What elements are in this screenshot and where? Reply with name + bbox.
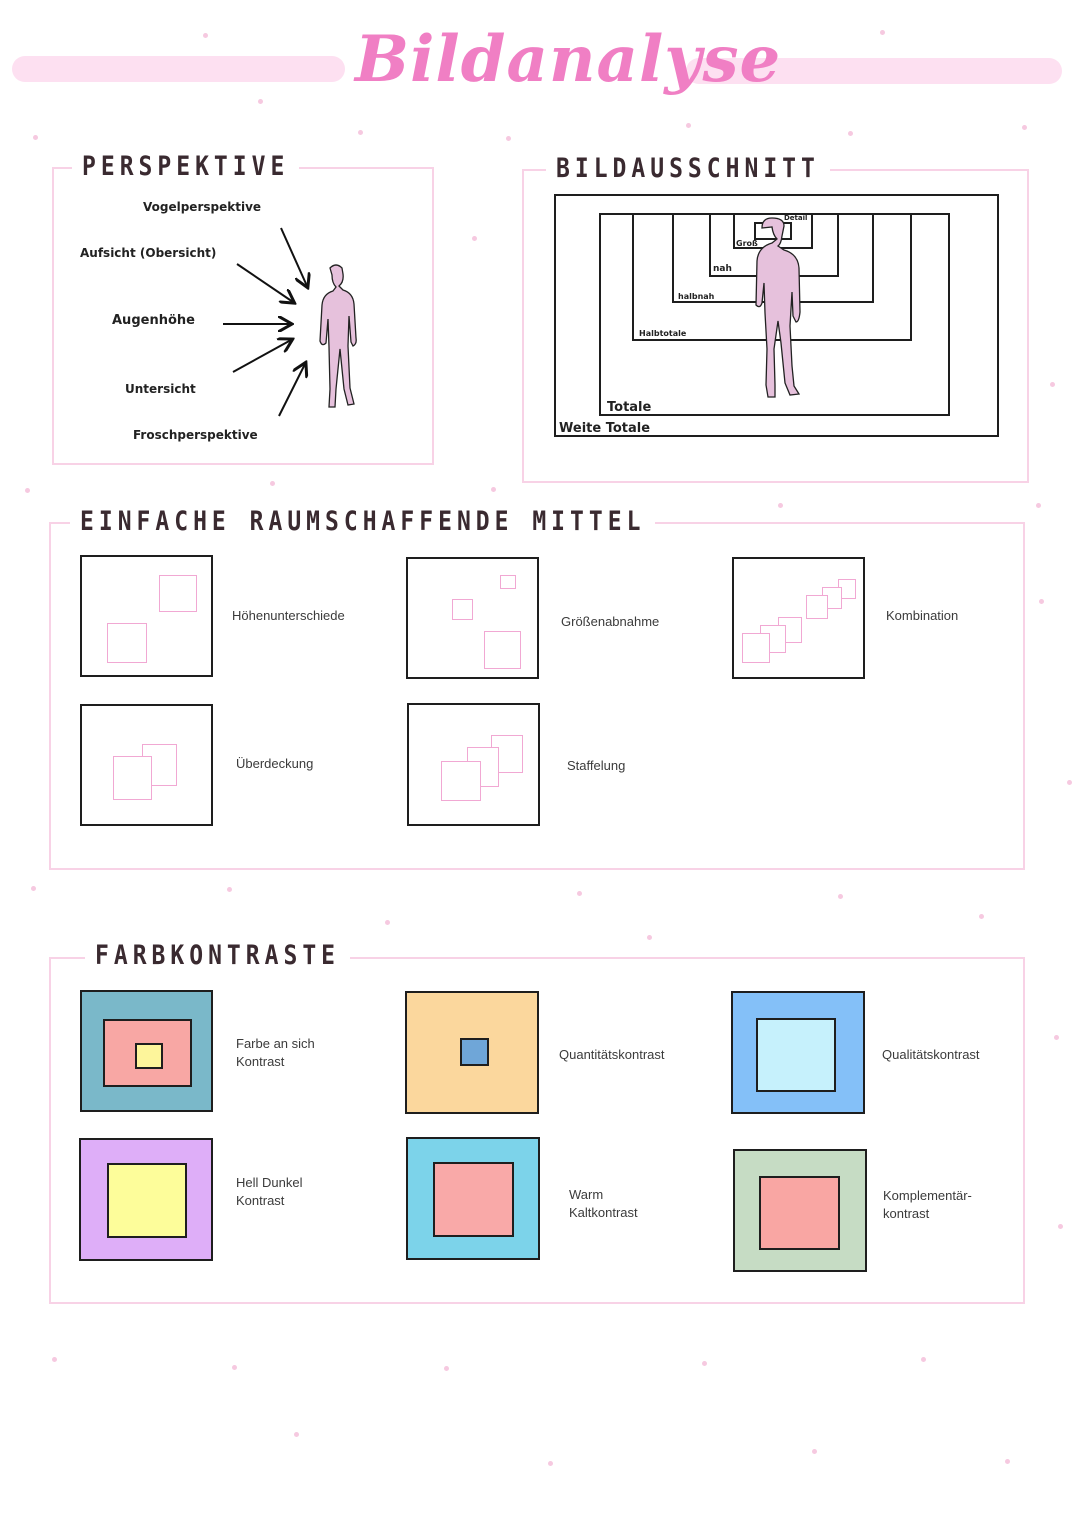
perspektive-arrows xyxy=(223,227,325,417)
farb-box-farbe-an-sich xyxy=(80,990,213,1112)
label-detail: Detail xyxy=(784,214,808,222)
label-qualitaetskontrast: Qualitätskontrast xyxy=(882,1047,980,1062)
label-kombination: Kombination xyxy=(886,608,959,623)
arrow-aufsicht xyxy=(236,263,293,302)
label-hoehenunterschiede: Höhenunterschiede xyxy=(232,608,345,623)
raum-box-hoehenunterschiede xyxy=(80,555,213,677)
farben-section xyxy=(49,957,1025,1304)
label-froschperspektive: Froschperspektive xyxy=(133,428,258,442)
arrow-vogel xyxy=(280,227,307,286)
farb-box-komplementaer xyxy=(733,1149,867,1272)
label-halbnah: halbnah xyxy=(678,292,715,301)
label-vogelperspektive: Vogelperspektive xyxy=(143,200,262,214)
raum-heading: EINFACHE RAUMSCHAFFENDE MITTEL xyxy=(70,507,656,537)
perspektive-heading: PERSPEKTIVE xyxy=(72,152,300,182)
label-untersicht: Untersicht xyxy=(125,382,196,396)
page-title: Bildanalyse xyxy=(355,22,782,97)
label-quantitaetskontrast: Quantitätskontrast xyxy=(559,1047,665,1062)
label-komplementaer: Komplementär-kontrast xyxy=(883,1188,972,1221)
frame-weite-totale xyxy=(554,194,999,437)
raum-box-kombination xyxy=(732,557,865,679)
arrow-untersicht xyxy=(232,340,291,373)
farb-box-hell-dunkel xyxy=(79,1138,213,1261)
raum-box-groessenabnahme xyxy=(406,557,539,679)
label-nah: nah xyxy=(713,264,732,274)
label-groessenabnahme: Größenabnahme xyxy=(561,614,660,629)
header-bar-left xyxy=(12,56,345,82)
label-augenhoehe: Augenhöhe xyxy=(112,313,195,328)
arrow-frosch xyxy=(278,364,305,417)
label-totale: Totale xyxy=(607,400,652,415)
label-halbtotale: Halbtotale xyxy=(639,329,687,338)
label-gross: Groß xyxy=(736,239,758,248)
bildausschnitt-heading: BILDAUSSCHNITT xyxy=(546,154,830,184)
person-figure-icon xyxy=(319,264,357,408)
farb-box-qualitaet xyxy=(731,991,865,1114)
label-ueberdeckung: Überdeckung xyxy=(236,756,314,771)
label-weite-totale: Weite Totale xyxy=(559,421,651,436)
raum-box-staffelung xyxy=(407,703,540,826)
farb-box-quantitaet xyxy=(405,991,539,1114)
label-aufsicht: Aufsicht (Obersicht) xyxy=(80,246,217,260)
raum-box-ueberdeckung xyxy=(80,704,213,826)
person-figure-ausschnitt-icon xyxy=(755,217,801,398)
farben-heading: FARBKONTRASTE xyxy=(85,941,351,971)
farb-box-warm-kalt xyxy=(406,1137,540,1260)
label-staffelung: Staffelung xyxy=(567,758,626,773)
header-bar-right xyxy=(686,58,1062,84)
